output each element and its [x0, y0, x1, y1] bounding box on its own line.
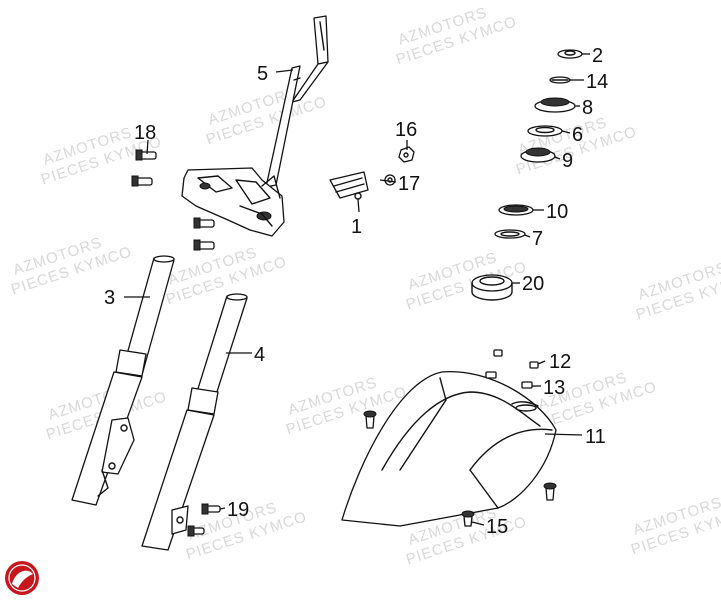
leader-lines — [124, 53, 590, 526]
fork-leg-left — [71, 255, 175, 506]
callout-8: 8 — [582, 97, 593, 119]
callout-10: 10 — [546, 201, 568, 223]
callout-15: 15 — [486, 516, 508, 538]
callout-11: 11 — [585, 426, 606, 448]
callout-13: 13 — [543, 377, 565, 399]
callout-6: 6 — [572, 124, 583, 146]
bolt-19 — [187, 503, 221, 537]
cable-guide-clamp — [329, 171, 369, 200]
steering-stem — [265, 15, 329, 188]
callout-20: 20 — [522, 273, 544, 295]
callout-16: 16 — [395, 119, 417, 141]
nut-16 — [398, 146, 415, 163]
washer-17 — [384, 174, 396, 186]
callout-4: 4 — [254, 344, 265, 366]
callout-17: 17 — [398, 173, 420, 195]
steering-bracket — [181, 167, 285, 237]
bearing-stack — [471, 49, 583, 301]
callout-18: 18 — [134, 122, 156, 144]
callout-5: 5 — [257, 63, 268, 85]
fender-screws — [363, 349, 557, 527]
callout-3: 3 — [104, 287, 115, 309]
callout-1: 1 — [351, 216, 362, 238]
callout-14: 14 — [586, 71, 608, 93]
bolt-18 — [131, 149, 215, 251]
callout-9: 9 — [562, 150, 573, 172]
callout-2: 2 — [592, 45, 603, 67]
callout-labels: 1 2 3 4 5 6 7 8 9 10 11 12 13 14 15 16 1… — [104, 45, 608, 538]
callout-12: 12 — [549, 351, 571, 373]
azmotors-logo-icon — [5, 561, 39, 595]
fork-leg-right — [141, 293, 248, 551]
front-fender — [341, 371, 557, 527]
callout-7: 7 — [532, 228, 543, 250]
callout-19: 19 — [227, 499, 249, 521]
